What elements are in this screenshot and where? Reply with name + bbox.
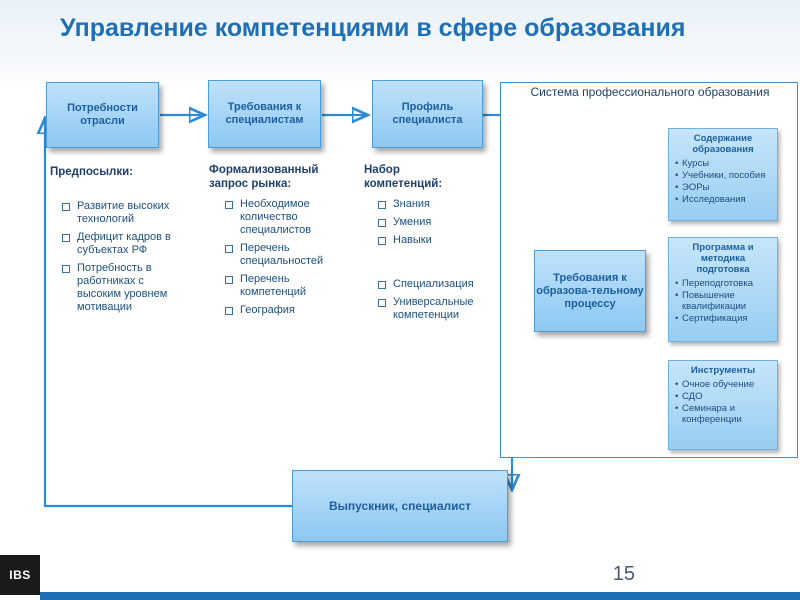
checkbox-bullet-icon [62, 203, 70, 211]
list-item: Знания [378, 198, 498, 211]
education-system-title: Система профессионального образования [530, 85, 770, 99]
checkbox-bullet-icon [378, 299, 386, 307]
checkbox-bullet-icon [378, 219, 386, 227]
page-number: 15 [612, 563, 635, 585]
checkbox-bullet-icon [378, 281, 386, 289]
box-edu-process-requirements[interactable]: Требования к образова-тельному процессу [534, 250, 646, 332]
subbox-education-content-title: Содержание образования [692, 133, 754, 155]
header-background [0, 0, 800, 90]
arrow-graduate-to-needs [45, 118, 292, 508]
box-specialist-requirements[interactable]: Требования к специалистам [208, 80, 321, 148]
list-item: Перечень специальностей [225, 242, 355, 268]
page-title: Управление компетенциями в сфере образов… [60, 14, 686, 42]
formal-request-list: Необходимое количество специалистов Пере… [225, 198, 355, 322]
subbox-program-methodology-title: Программа и методика подготовка [692, 242, 754, 275]
checkbox-bullet-icon [225, 201, 233, 209]
checkbox-bullet-icon [225, 276, 233, 284]
list-item: Переподготовка [675, 278, 771, 289]
competencies-list: Знания Умения Навыки [378, 198, 498, 252]
list-item: СДО [675, 391, 771, 402]
list-item: Сертификация [675, 313, 771, 324]
prereq-heading: Предпосылки: [50, 166, 133, 178]
list-item: Специализация [378, 278, 498, 291]
checkbox-bullet-icon [378, 201, 386, 209]
box-industry-needs[interactable]: Потребности отрасли [46, 82, 159, 148]
list-item: Потребность в работниках с высоким уровн… [62, 262, 187, 314]
checkbox-bullet-icon [62, 234, 70, 242]
subbox-tools[interactable]: Инструменты Очное обучение СДО Семинара … [668, 360, 778, 450]
checkbox-bullet-icon [62, 265, 70, 273]
competencies-list-extra: Специализация Универсальные компетенции [378, 278, 498, 327]
list-item: Учебники, пособия [675, 170, 771, 181]
list-item: Универсальные компетенции [378, 296, 498, 322]
subbox-education-content[interactable]: Содержание образования Курсы Учебники, п… [668, 128, 778, 221]
list-item: Развитие высоких технологий [62, 200, 187, 226]
box-graduate-specialist[interactable]: Выпускник, специалист [292, 470, 508, 542]
list-item: Семинара и конференции [675, 403, 771, 425]
list-item: ЭОРы [675, 182, 771, 193]
checkbox-bullet-icon [225, 245, 233, 253]
list-item: Повышение квалификации [675, 290, 771, 312]
list-item: Курсы [675, 158, 771, 169]
footer-bar [40, 592, 800, 600]
list-item: Очное обучение [675, 379, 771, 390]
subbox-tools-title: Инструменты [690, 365, 756, 376]
list-item: Необходимое количество специалистов [225, 198, 355, 237]
ibs-logo: IBS [0, 555, 40, 595]
box-specialist-profile[interactable]: Профиль специалиста [372, 80, 483, 148]
prereq-list: Развитие высоких технологий Дефицит кадр… [62, 200, 187, 319]
checkbox-bullet-icon [378, 237, 386, 245]
list-item: Дефицит кадров в субъектах РФ [62, 231, 187, 257]
list-item: Умения [378, 216, 498, 229]
formal-request-heading: Формализованный запрос рынка: [209, 164, 319, 190]
list-item: Навыки [378, 234, 498, 247]
list-item: География [225, 304, 355, 317]
list-item: Исследования [675, 194, 771, 205]
competencies-heading: Набор компетенций: [364, 164, 443, 190]
subbox-program-methodology[interactable]: Программа и методика подготовка Переподг… [668, 237, 778, 342]
list-item: Перечень компетенций [225, 273, 355, 299]
checkbox-bullet-icon [225, 307, 233, 315]
